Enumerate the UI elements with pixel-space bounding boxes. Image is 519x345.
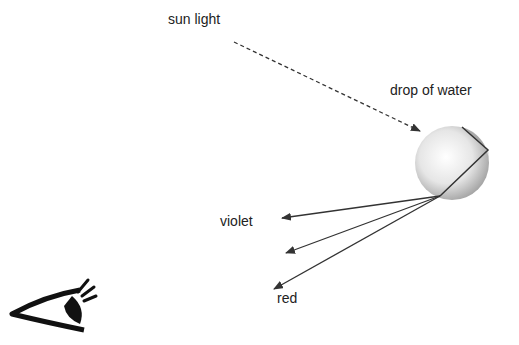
red-ray xyxy=(274,196,440,289)
sunlight-label: sun light xyxy=(168,11,220,27)
color-label: red xyxy=(277,290,297,306)
internal-ray xyxy=(440,127,488,196)
violet-ray xyxy=(282,196,440,218)
drop-label: drop of water xyxy=(390,82,472,98)
water-drop xyxy=(415,126,489,200)
middle-ray xyxy=(286,196,440,253)
color-label: violet xyxy=(220,213,253,229)
eye-symbol xyxy=(12,280,96,330)
drop-shade xyxy=(462,127,489,160)
